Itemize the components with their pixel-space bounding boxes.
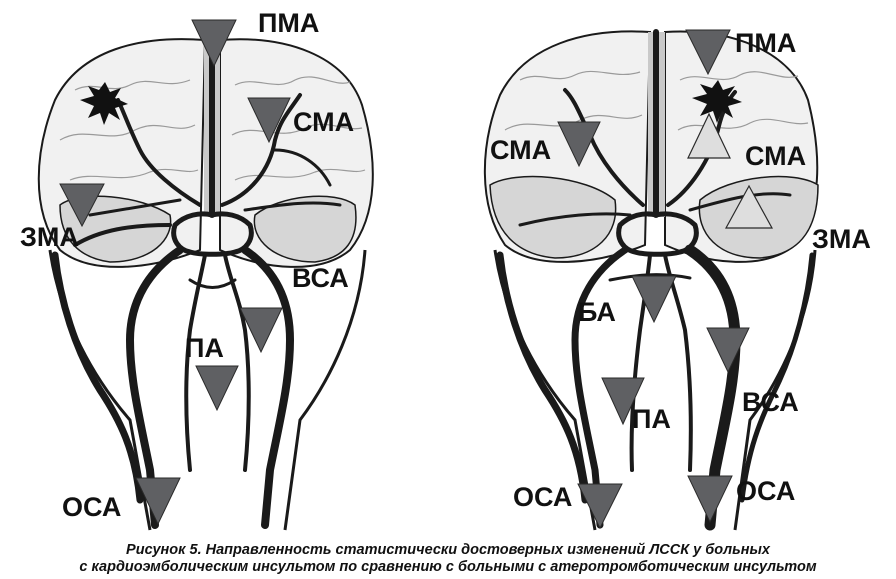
right-arteries [496, 29, 815, 531]
right-label-osa-right: ОСА [736, 476, 795, 506]
left-embolus-star-icon [80, 82, 128, 125]
right-label-ba: БА [578, 297, 616, 327]
right-label-zma: ЗМА [812, 224, 871, 254]
left-osa-arrow-icon [135, 477, 181, 526]
right-panel: ПМА СМА СМА ЗМА БА ПА ВСА ОСА ОСА [483, 28, 871, 531]
left-label-zma: ЗМА [20, 222, 79, 252]
left-pa-arrow-icon [195, 365, 239, 412]
right-label-sma-right: СМА [745, 141, 806, 171]
left-vsa-arrow-icon [239, 307, 283, 354]
right-vsa-arrow-icon [706, 327, 750, 374]
right-sma-left-arrow-icon [557, 121, 601, 168]
right-embolus-star-icon [692, 80, 742, 123]
right-down-arrows [557, 29, 750, 530]
right-up-arrows [687, 112, 774, 229]
left-pma-arrow-icon [191, 19, 237, 68]
left-gyri [59, 76, 366, 181]
right-label-vsa: ВСА [742, 387, 799, 417]
figure-caption: Рисунок 5. Направленность статистически … [0, 542, 896, 576]
left-label-pma: ПМА [258, 8, 319, 38]
right-label-sma-left: СМА [490, 135, 551, 165]
left-label-pa: ПА [185, 333, 224, 363]
left-zma-arrow-icon [59, 183, 105, 228]
right-label-osa-left: ОСА [513, 482, 572, 512]
left-label-sma: СМА [293, 107, 354, 137]
left-temporal-lobe-right [253, 195, 357, 263]
right-osa-left-arrow-icon [577, 483, 623, 530]
caption-line-1: Рисунок 5. Направленность статистически … [126, 542, 770, 558]
right-osa-right-arrow-icon [687, 475, 733, 524]
right-sma-right-up-arrow-icon [687, 112, 731, 159]
left-down-arrows [59, 19, 291, 526]
right-ba-arrow-icon [631, 275, 677, 324]
left-sma-arrow-icon [247, 97, 291, 144]
left-panel: ПМА СМА ЗМА ВСА ПА ОСА [20, 8, 374, 531]
vessel-diagram: ПМА СМА ЗМА ВСА ПА ОСА [20, 8, 871, 531]
right-zma-up-arrow-icon [724, 184, 774, 229]
right-label-pma: ПМА [735, 28, 796, 58]
right-pma-arrow-icon [685, 29, 731, 76]
right-pa-arrow-icon [601, 377, 645, 426]
caption-line-2: с кардиоэмболическим инсультом по сравне… [79, 559, 817, 575]
left-label-vsa: ВСА [292, 263, 349, 293]
left-label-osa: ОСА [62, 492, 121, 522]
right-label-pa: ПА [632, 404, 671, 434]
right-gyri [504, 70, 809, 131]
left-arteries [51, 37, 342, 529]
